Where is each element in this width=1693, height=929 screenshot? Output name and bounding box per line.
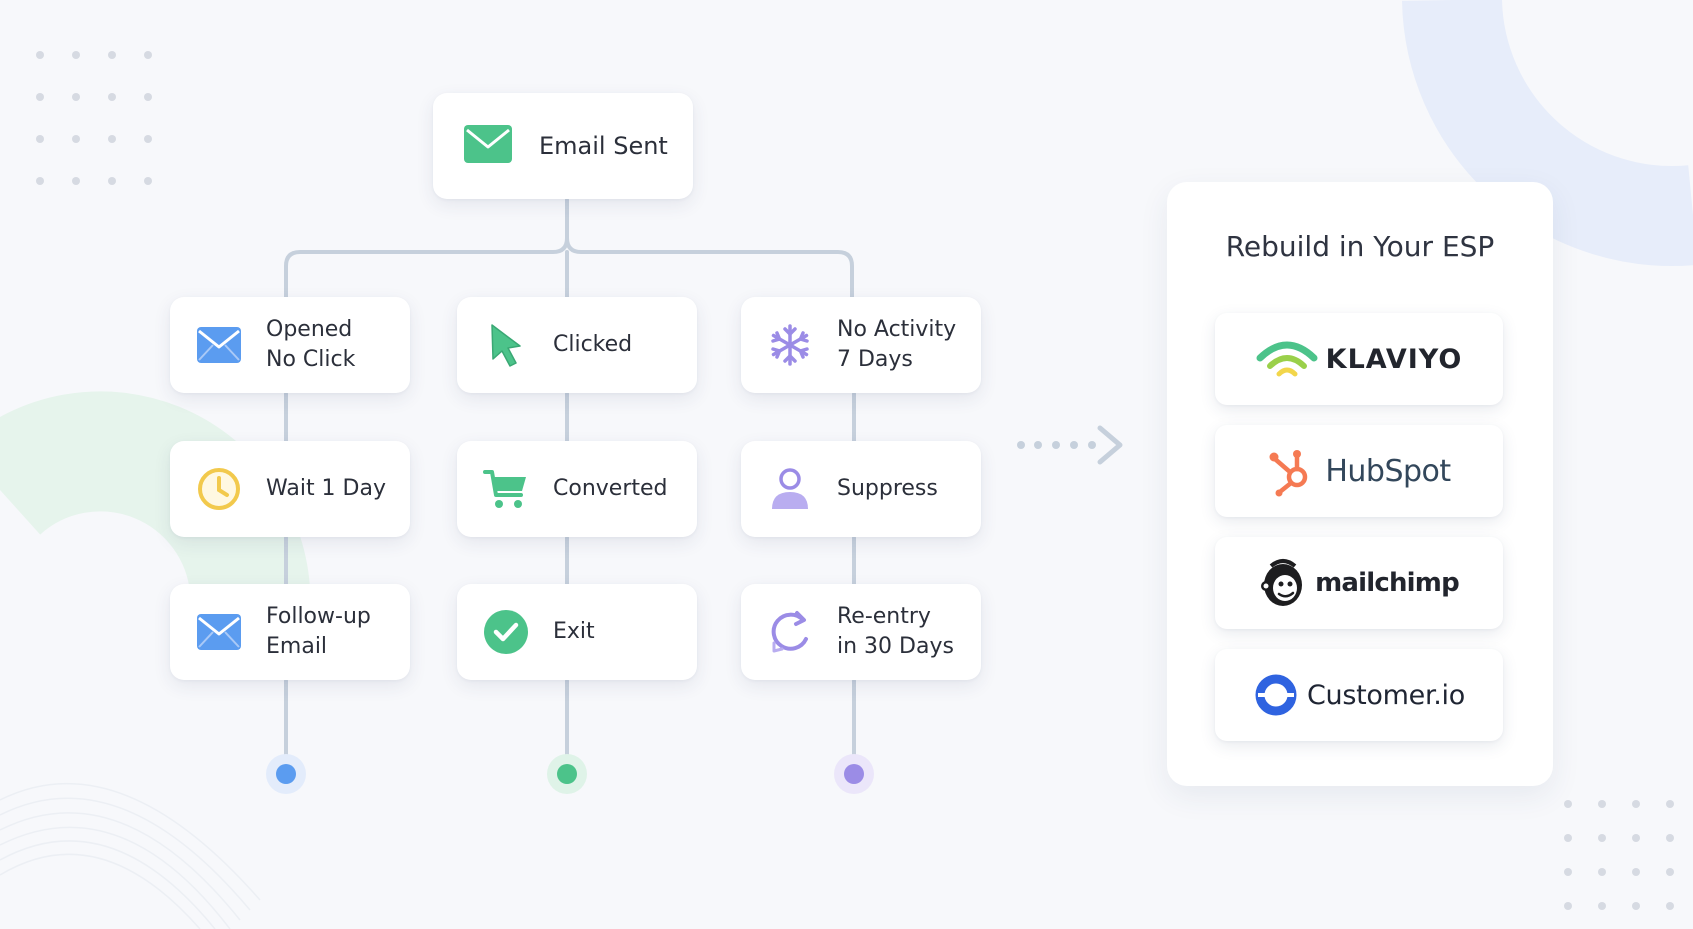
cursor-icon	[483, 322, 529, 368]
no-activity-node[interactable]: No Activity 7 Days	[741, 297, 981, 393]
esp-name: KLAVIYO	[1325, 343, 1463, 375]
node-label-line: Suppress	[837, 476, 938, 501]
green-arc-decor	[0, 391, 310, 597]
node-label-line: Follow-up	[266, 604, 371, 629]
dot-grid-top-left	[36, 51, 152, 185]
user-icon	[767, 466, 813, 512]
email-sent-node[interactable]: Email Sent	[433, 93, 693, 199]
check-circle-icon	[483, 609, 529, 655]
envelope-icon	[196, 322, 242, 368]
dotted-arrow	[1017, 425, 1123, 465]
node-label: Email Sent	[539, 132, 668, 160]
esp-panel: Rebuild in Your ESP KLAVIYO	[1167, 182, 1553, 786]
node-label-line: Exit	[553, 619, 595, 644]
clock-icon	[196, 466, 242, 512]
esp-name: mailchimp	[1315, 568, 1460, 598]
follow-up-email-node[interactable]: Follow-up Email	[170, 584, 410, 680]
wait-1-day-node[interactable]: Wait 1 Day	[170, 441, 410, 537]
snowflake-icon	[767, 322, 813, 368]
clicked-node[interactable]: Clicked	[457, 297, 697, 393]
wave-lines-decor	[0, 782, 261, 929]
converted-node[interactable]: Converted	[457, 441, 697, 537]
opened-no-click-node[interactable]: Opened No Click	[170, 297, 410, 393]
end-dot-purple	[834, 754, 874, 794]
node-label-line: Opened	[266, 317, 353, 342]
cart-icon	[483, 466, 529, 512]
end-dot-blue	[266, 754, 306, 794]
esp-hubspot[interactable]: HubSpot	[1215, 425, 1503, 517]
esp-mailchimp[interactable]: mailchimp	[1215, 537, 1503, 629]
esp-name: HubSpot	[1325, 453, 1451, 489]
node-label-line: Clicked	[553, 332, 633, 357]
esp-name: Customer.io	[1307, 679, 1465, 711]
node-label-line: Wait 1 Day	[266, 476, 386, 501]
customerio-logo-icon	[1253, 672, 1299, 718]
envelope-icon	[196, 609, 242, 655]
node-label-line: Converted	[553, 476, 668, 501]
flow-connectors	[284, 198, 856, 762]
mailchimp-logo-icon	[1259, 558, 1307, 608]
dot-grid-bottom-right	[1564, 800, 1674, 910]
re-entry-node[interactable]: Re-entry in 30 Days	[741, 584, 981, 680]
node-label-line: Re-entry	[837, 604, 931, 629]
exit-node[interactable]: Exit	[457, 584, 697, 680]
node-label-line: in 30 Days	[837, 634, 954, 659]
blue-arc-decor	[1402, 0, 1693, 266]
node-label-line: 7 Days	[837, 347, 913, 372]
hubspot-logo-icon	[1267, 445, 1317, 497]
envelope-icon	[463, 124, 513, 168]
node-label-line: No Activity	[837, 317, 957, 342]
refresh-icon	[767, 609, 813, 655]
esp-klaviyo[interactable]: KLAVIYO	[1215, 313, 1503, 405]
end-dot-green	[547, 754, 587, 794]
panel-title: Rebuild in Your ESP	[1225, 230, 1495, 263]
node-label-line: No Click	[266, 347, 356, 372]
klaviyo-logo-icon	[1256, 336, 1318, 382]
suppress-node[interactable]: Suppress	[741, 441, 981, 537]
esp-customerio[interactable]: Customer.io	[1215, 649, 1503, 741]
node-label-line: Email	[266, 634, 328, 659]
